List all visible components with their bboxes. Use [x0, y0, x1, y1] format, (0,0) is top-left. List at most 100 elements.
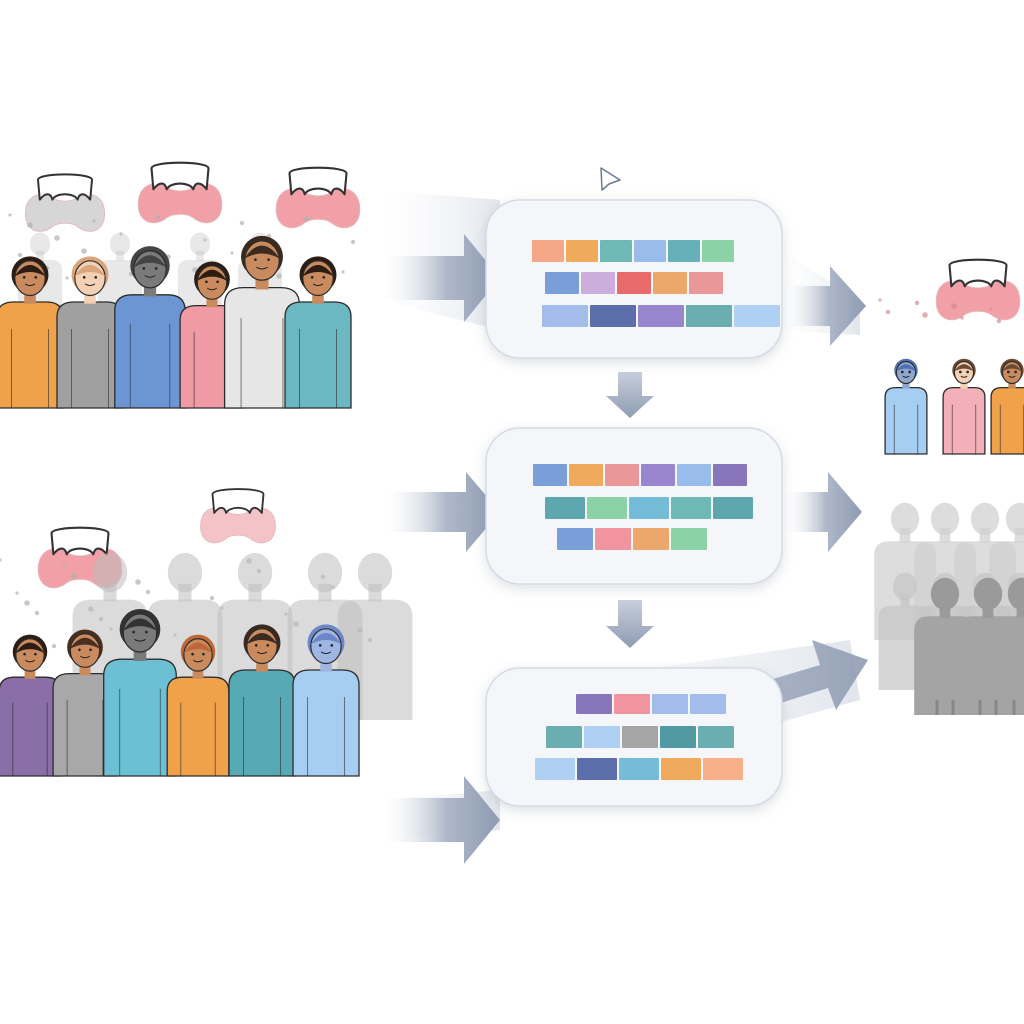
data-cell	[653, 272, 687, 294]
person-icon	[56, 256, 124, 409]
speckle	[922, 312, 928, 318]
flow-arrow-icon	[606, 600, 654, 648]
flow-arrow-icon	[782, 472, 862, 552]
speckle	[62, 564, 66, 568]
speckle	[209, 595, 215, 601]
people-group-bottom-left	[0, 488, 413, 777]
person-icon	[884, 358, 928, 455]
speckle	[34, 610, 40, 616]
person-icon	[990, 358, 1024, 455]
flow-arrow-icon	[606, 372, 654, 418]
data-cell	[703, 758, 743, 780]
processing-box	[485, 199, 783, 359]
speckle	[155, 214, 161, 220]
data-cell	[576, 694, 612, 714]
data-cell	[584, 726, 620, 748]
tooth-icon	[24, 173, 106, 232]
data-cell	[661, 758, 701, 780]
data-cell	[689, 272, 723, 294]
person-icon	[284, 256, 352, 409]
speckle	[145, 589, 151, 595]
data-cell	[545, 272, 579, 294]
data-cell	[660, 726, 696, 748]
tooth-icon	[200, 488, 276, 544]
speckle	[15, 591, 19, 595]
data-cell	[634, 240, 666, 262]
data-cell	[629, 497, 669, 519]
person-icon	[0, 256, 64, 409]
tooth-icon	[137, 161, 223, 224]
data-cell	[671, 528, 707, 550]
data-cell	[595, 528, 631, 550]
person-icon	[991, 577, 1024, 715]
data-cell	[605, 464, 639, 486]
speckle	[92, 219, 96, 223]
people-group-right-top	[878, 258, 1024, 455]
speckle	[303, 216, 309, 222]
data-cell	[614, 694, 650, 714]
processing-boxes	[485, 167, 783, 807]
flow-arrow-icon	[380, 776, 500, 864]
data-cell	[671, 497, 711, 519]
speckle	[8, 213, 12, 217]
data-cell	[652, 694, 688, 714]
speckle	[17, 252, 23, 258]
tooth-icon	[935, 258, 1021, 321]
speckle	[119, 232, 123, 236]
person-icon	[223, 235, 301, 409]
cursor-icon	[600, 167, 621, 191]
processing-box	[485, 427, 783, 585]
tooth-icon	[275, 166, 361, 229]
data-cell	[698, 726, 734, 748]
data-cell	[587, 497, 627, 519]
people-group-right-bottom	[874, 502, 1024, 715]
data-cell	[535, 758, 575, 780]
speckle	[341, 270, 345, 274]
person-icon	[292, 624, 360, 777]
speckle	[0, 558, 2, 562]
speckle	[951, 303, 957, 309]
data-cell	[713, 497, 753, 519]
data-cell	[581, 272, 615, 294]
data-cell	[619, 758, 659, 780]
processing-box	[485, 667, 783, 807]
person-icon	[228, 624, 296, 777]
data-cell	[690, 694, 726, 714]
data-cell	[566, 240, 598, 262]
data-cell	[577, 758, 617, 780]
speckle	[24, 600, 30, 606]
data-cell	[677, 464, 711, 486]
data-cell	[713, 464, 747, 486]
data-cell	[641, 464, 675, 486]
data-cell	[557, 528, 593, 550]
data-cell	[638, 305, 684, 327]
speckle	[350, 239, 356, 245]
speckle	[135, 579, 141, 585]
speckle	[885, 309, 891, 315]
data-cell	[532, 240, 564, 262]
data-cell	[668, 240, 700, 262]
speckle	[230, 251, 234, 255]
data-cell	[686, 305, 732, 327]
flow-arrow-icon	[782, 266, 866, 346]
data-cell	[734, 305, 780, 327]
speckle	[71, 573, 77, 579]
speckle	[989, 307, 993, 311]
speckle	[878, 298, 882, 302]
speckle	[81, 248, 87, 254]
data-cell	[702, 240, 734, 262]
data-cell	[546, 726, 582, 748]
data-cell	[600, 240, 632, 262]
speckle	[914, 300, 920, 306]
person-icon	[103, 609, 177, 777]
data-cell	[569, 464, 603, 486]
people-groups	[0, 161, 1024, 777]
speckle	[276, 273, 282, 279]
speckle	[54, 235, 60, 241]
speckle	[65, 276, 69, 280]
data-cell	[533, 464, 567, 486]
speckle	[27, 222, 33, 228]
speckle	[960, 316, 964, 320]
people-group-top-left	[0, 161, 361, 409]
